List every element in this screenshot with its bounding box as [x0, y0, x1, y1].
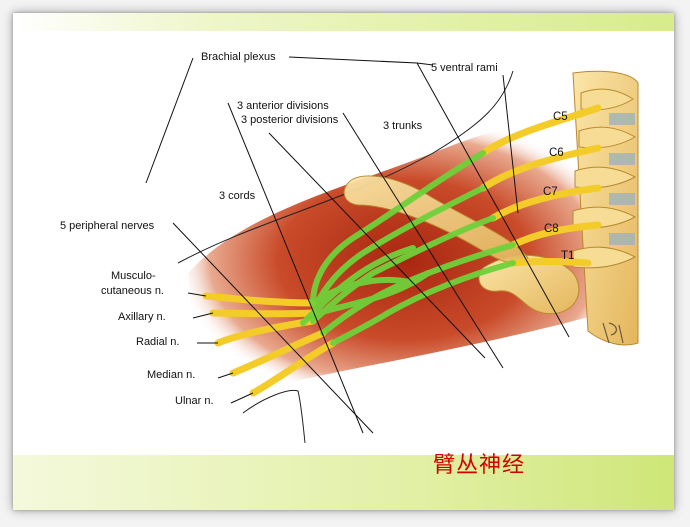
label-musculocutaneous-line2: cutaneous n.: [101, 285, 164, 297]
label-posterior-divisions: 3 posterior divisions: [241, 114, 339, 126]
label-anterior-divisions: 3 anterior divisions: [237, 100, 329, 112]
label-axillary: Axillary n.: [118, 311, 166, 323]
pointer-lines: [145, 56, 570, 434]
label-musculocutaneous-line1: Musculo-: [111, 270, 156, 282]
label-median: Median n.: [147, 369, 195, 381]
label-radial: Radial n.: [136, 336, 179, 348]
bottom-decor-band: [13, 455, 674, 510]
label-trunks: 3 trunks: [383, 120, 423, 132]
slide-frame: Brachial plexus 5 ventral rami 3 anterio…: [13, 13, 674, 510]
slide-caption: 臂丛神经: [433, 453, 526, 478]
label-ulnar: Ulnar n.: [175, 395, 214, 407]
top-decor-band: [13, 13, 674, 31]
vertebral-column: [572, 70, 639, 346]
label-vertebra-t1: T1: [561, 250, 574, 262]
green-nerves: [300, 150, 516, 346]
yellow-nerves: [202, 104, 602, 397]
label-cords: 3 cords: [219, 190, 256, 202]
artist-signature-icon: [602, 322, 624, 344]
label-vertebra-c6: C6: [549, 147, 564, 159]
label-brachial-plexus: Brachial plexus: [201, 51, 276, 63]
skin-outline-lower: [242, 389, 306, 444]
label-peripheral-nerves: 5 peripheral nerves: [60, 220, 155, 232]
skin-outline: [177, 70, 514, 264]
label-vertebra-c5: C5: [553, 111, 568, 123]
label-ventral-rami: 5 ventral rami: [431, 62, 498, 74]
label-vertebra-c8: C8: [544, 223, 559, 235]
watermark-text: www.china-radiology.com/bbs: [231, 435, 429, 450]
label-vertebra-c7: C7: [543, 186, 558, 198]
brachial-plexus-illustration: Brachial plexus 5 ventral rami 3 anterio…: [60, 51, 639, 444]
